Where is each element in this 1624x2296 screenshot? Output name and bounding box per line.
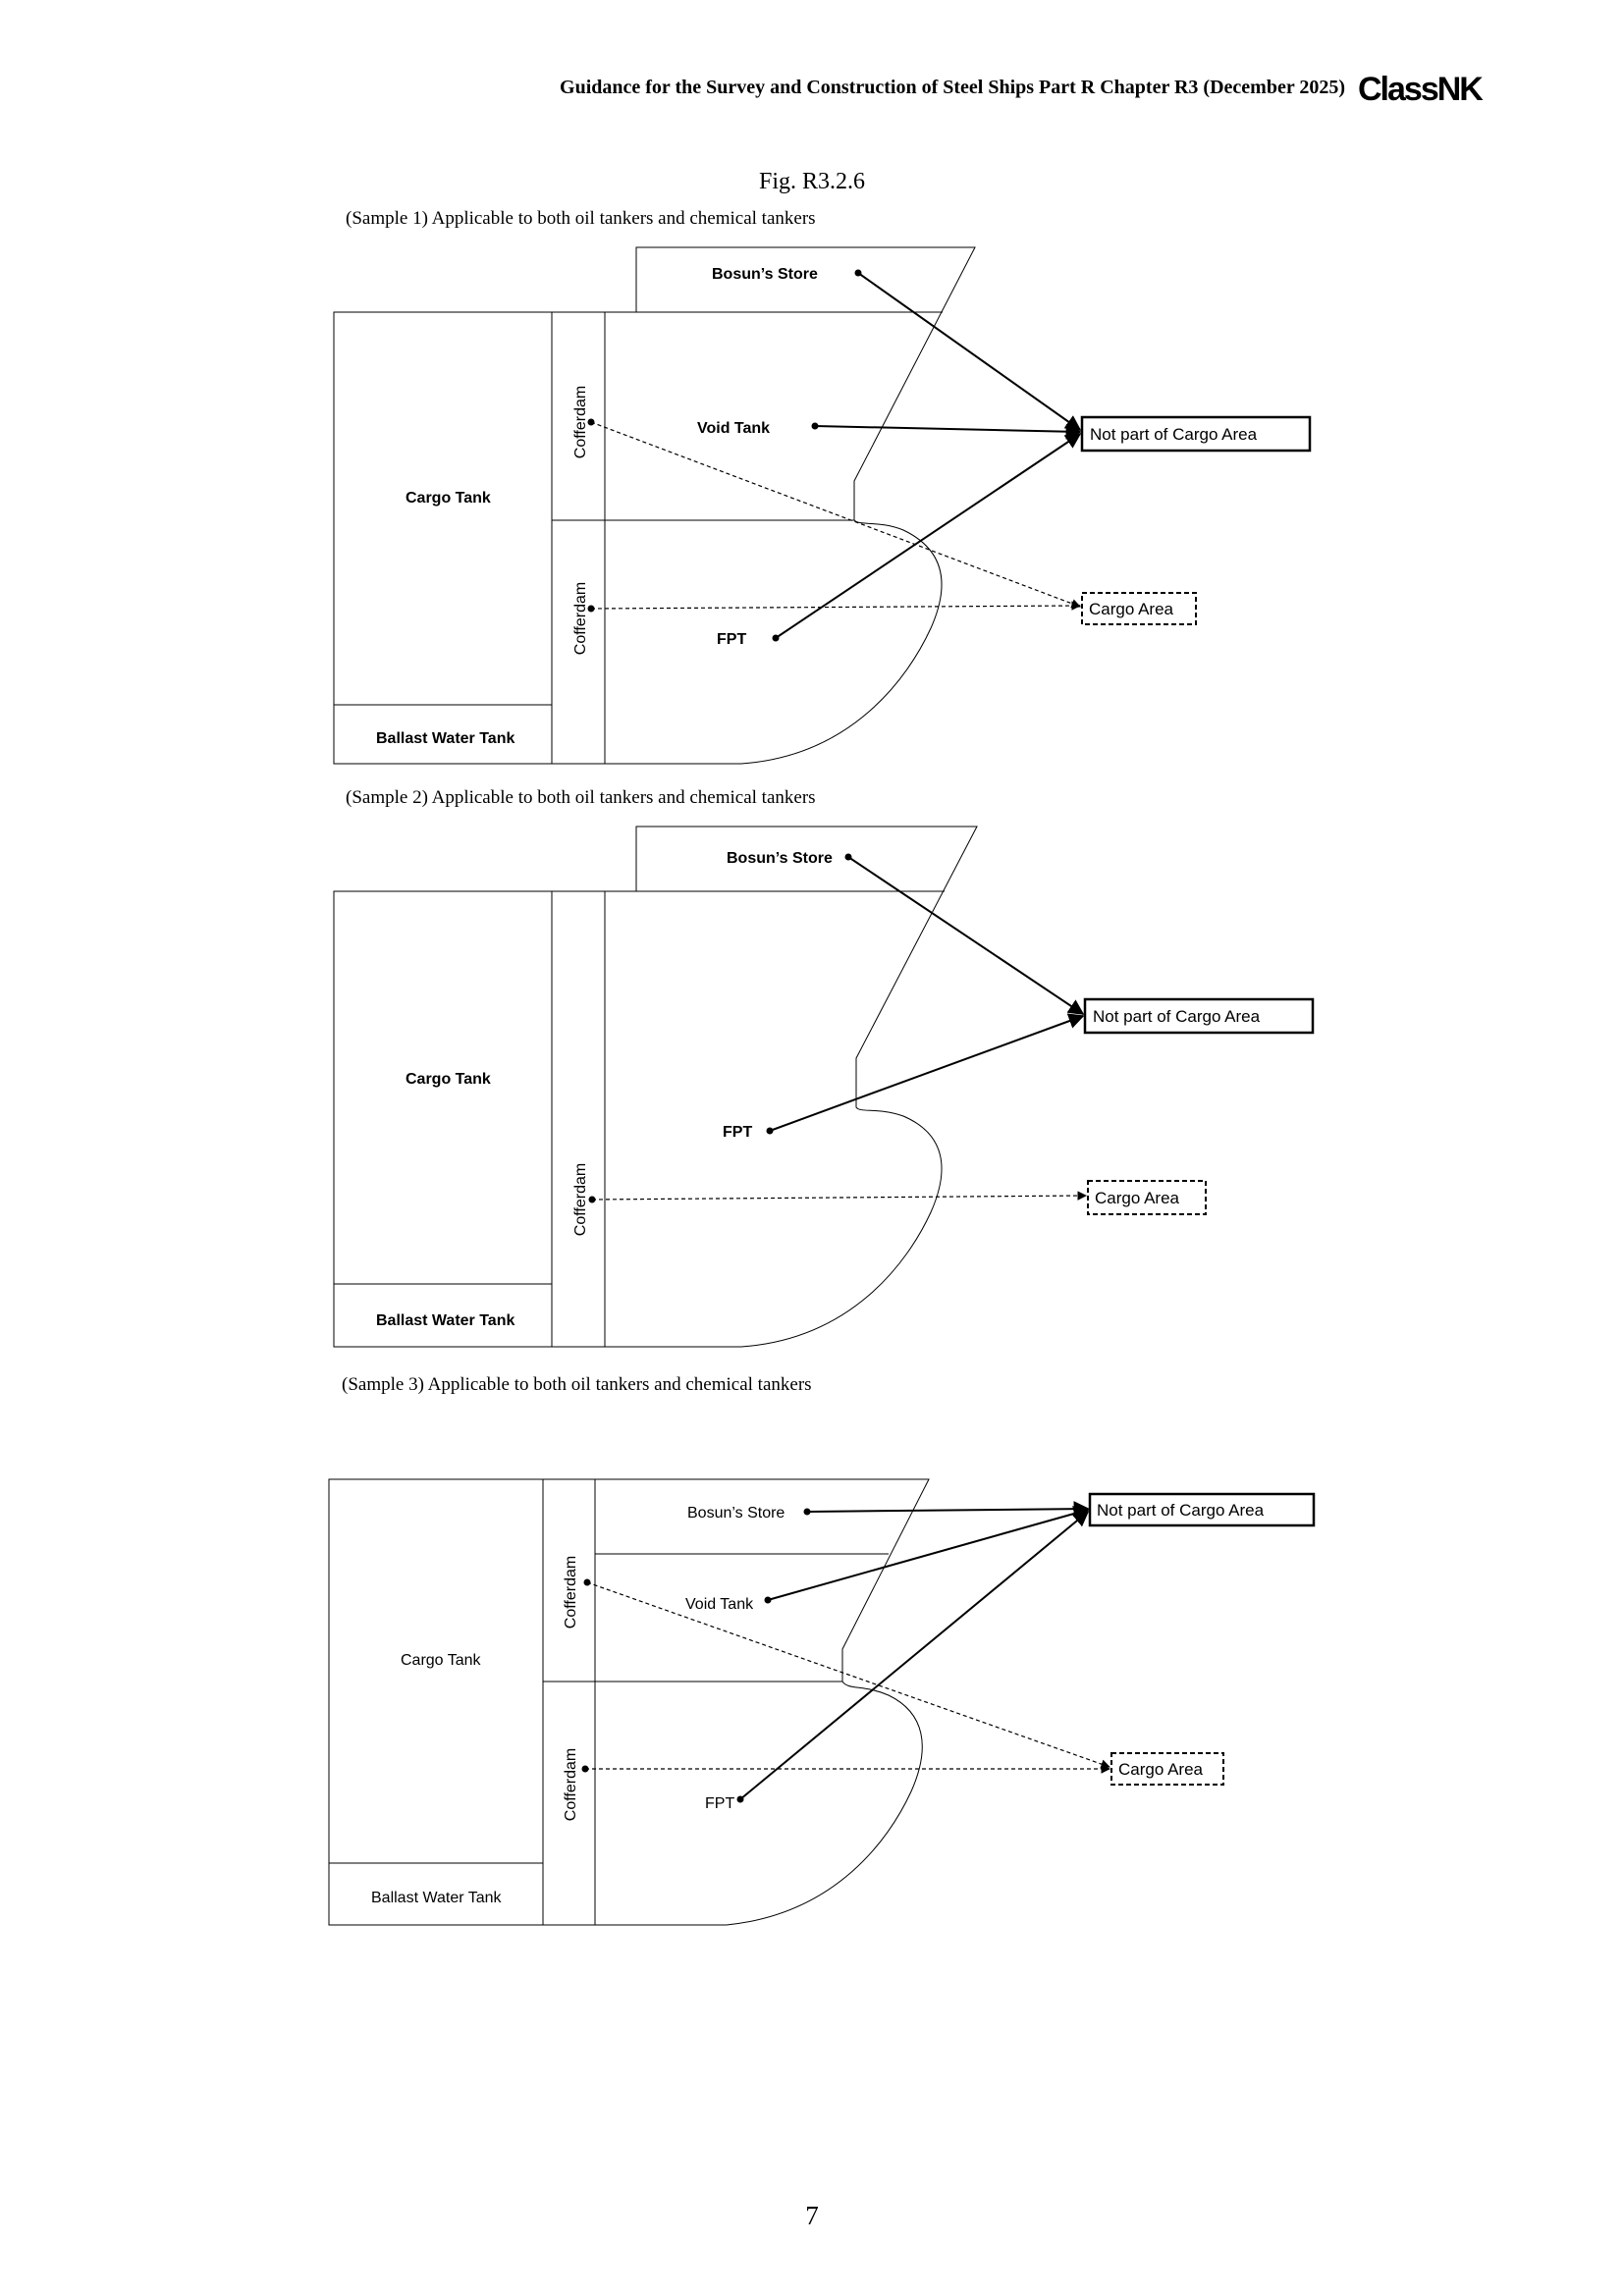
sample-1-cofferdam-outline <box>551 311 606 765</box>
sample-1-not-cargo-box <box>1080 415 1312 453</box>
classnk-logo: ClassNK <box>1358 71 1484 108</box>
sample-3-void-tank-label: Void Tank <box>685 1596 754 1613</box>
sample-1-arrow-cofferdam-lower <box>590 601 1081 611</box>
sample-2-ballast-tank-label: Ballast Water Tank <box>376 1312 514 1329</box>
sample-2-cofferdam-outline <box>551 890 606 1348</box>
sample-2-not-cargo-box <box>1083 997 1315 1035</box>
sample-2-cargo-tank-outline <box>333 890 553 1348</box>
sample-3-hull-bow <box>595 1478 930 1926</box>
sample-2-fpt-label: FPT <box>723 1124 752 1141</box>
sample-2-arrow-bosun <box>847 856 1085 1015</box>
sample-2-cargo-tank-label: Cargo Tank <box>406 1071 491 1088</box>
sample-1-cargo-area-label: Cargo Area <box>1089 600 1174 618</box>
sample-1-fpt-label: FPT <box>717 631 746 648</box>
sample-3-cargo-area-box <box>1110 1752 1224 1786</box>
sample-1-cargo-tank-label: Cargo Tank <box>406 490 491 507</box>
sample-1-caption: (Sample 1) Applicable to both oil tanker… <box>346 208 816 229</box>
sample-1-arrow-fpt <box>775 433 1082 639</box>
sample-1-bosuns-store-label: Bosun’s Store <box>712 266 818 283</box>
sample-2-bosuns-store-label: Bosun’s Store <box>727 850 833 867</box>
sample-1-hull-bow <box>635 246 976 765</box>
sample-1-arrow-bosun <box>857 272 1082 431</box>
sample-3-not-cargo-box <box>1088 1492 1316 1527</box>
sample-1-diagram: Bosun’s Store Cargo Tank Ballast Water T… <box>333 246 1312 765</box>
sample-3-cargo-tank-outline <box>328 1478 544 1926</box>
sample-2-arrow-cofferdam <box>591 1191 1087 1201</box>
sample-2-diagram: Bosun’s Store Cargo Tank Ballast Water T… <box>333 826 1315 1348</box>
sample-1-ballast-tank-label: Ballast Water Tank <box>376 730 514 747</box>
sample-3-cofferdam-upper-label: Cofferdam <box>563 1556 579 1629</box>
sample-1-cargo-tank-outline <box>333 311 553 765</box>
sample-3-ballast-tank-label: Ballast Water Tank <box>371 1890 503 1906</box>
sample-2-not-cargo-label: Not part of Cargo Area <box>1093 1007 1261 1026</box>
sample-2-cargo-area-label: Cargo Area <box>1095 1189 1180 1207</box>
page-number: 7 <box>805 2201 819 2230</box>
sample-2-cofferdam-label: Cofferdam <box>572 1163 589 1236</box>
sample-1-arrow-cofferdam-upper <box>590 421 1081 609</box>
sample-1-cofferdam-lower-label: Cofferdam <box>572 582 589 655</box>
sample-1-void-tank-label: Void Tank <box>697 420 770 437</box>
sample-3-not-cargo-label: Not part of Cargo Area <box>1097 1501 1265 1520</box>
sample-3-caption: (Sample 3) Applicable to both oil tanker… <box>342 1374 812 1395</box>
sample-3-diagram: Bosun’s Store Cargo Tank Ballast Water T… <box>328 1478 1316 1926</box>
sample-3-arrow-bosun <box>806 1501 1090 1518</box>
sample-1-arrow-void <box>814 423 1082 440</box>
sample-1-cargo-area-box <box>1081 592 1197 625</box>
sample-3-arrow-cofferdam-upper <box>586 1581 1110 1769</box>
sample-3-bosuns-store-label: Bosun’s Store <box>687 1505 785 1522</box>
sample-3-cofferdam-outline <box>542 1478 596 1926</box>
sample-3-cofferdam-lower-label: Cofferdam <box>563 1748 579 1821</box>
running-header: Guidance for the Survey and Construction… <box>560 77 1345 98</box>
sample-2-cargo-area-box <box>1087 1180 1207 1215</box>
sample-2-arrow-fpt <box>769 1013 1085 1132</box>
sample-3-cargo-area-label: Cargo Area <box>1118 1760 1204 1779</box>
sample-2-caption: (Sample 2) Applicable to both oil tanker… <box>346 787 816 808</box>
sample-3-arrow-void <box>767 1506 1090 1601</box>
sample-2-hull-bow <box>635 826 978 1348</box>
sample-1-cofferdam-upper-label: Cofferdam <box>572 386 589 458</box>
sample-1-not-cargo-label: Not part of Cargo Area <box>1090 425 1258 444</box>
figure-title: Fig. R3.2.6 <box>758 169 866 194</box>
sample-3-arrow-fpt <box>739 1510 1090 1800</box>
sample-3-cargo-tank-label: Cargo Tank <box>401 1652 482 1669</box>
sample-3-fpt-label: FPT <box>705 1795 734 1812</box>
